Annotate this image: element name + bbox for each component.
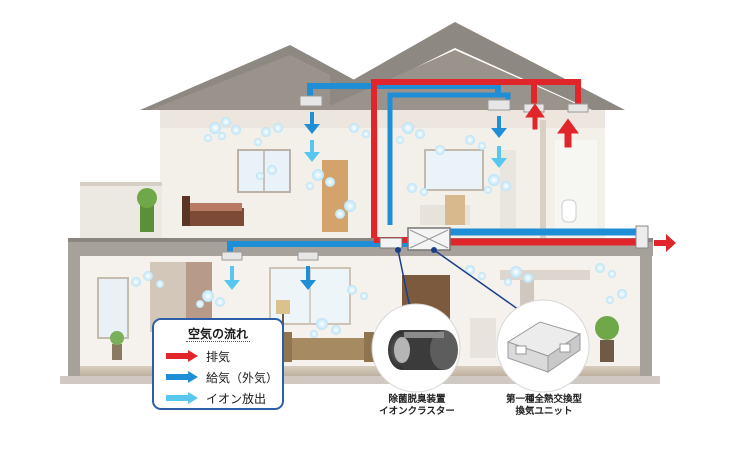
light-blue-arrow-icon — [166, 392, 198, 404]
bed — [182, 208, 244, 226]
legend-label-ion: イオン放出 — [206, 391, 267, 406]
blue-arrow-icon — [166, 371, 198, 383]
legend-item-exhaust: 排気 — [166, 348, 230, 364]
vent-middle — [487, 99, 511, 111]
legend-label-supply: 給気（外気） — [206, 370, 279, 385]
bedroom-door — [322, 160, 348, 232]
supply-duct — [307, 83, 501, 96]
exhaust-arrow-1 — [525, 103, 545, 130]
sofa — [288, 338, 368, 360]
legend-item-supply: 給気（外気） — [166, 369, 278, 385]
ion-cloud-5 — [407, 135, 486, 196]
air-flow-legend: 空気の流れ 排気 給気（外気） イオン放出 — [152, 318, 284, 410]
ion-cloud-4 — [349, 122, 425, 144]
main-roof — [300, 22, 625, 110]
legend-label-exhaust: 排気 — [206, 349, 231, 364]
ion-cloud-9 — [465, 265, 533, 286]
ion-cloud-10 — [595, 263, 627, 304]
supply-arrow-2 — [491, 116, 507, 138]
exhaust-outlet-arrow — [654, 234, 676, 252]
ion-cloud-1 — [204, 117, 241, 142]
ion-cloud-6 — [484, 174, 511, 194]
heat-exchanger-caption: 第一種全熱交換型 換気ユニット — [505, 394, 582, 417]
supply-arrow-3 — [300, 266, 316, 290]
ion-cloud-3 — [306, 169, 356, 219]
supply-arrow-1 — [304, 112, 320, 134]
exhaust-duct — [371, 79, 581, 238]
red-arrow-icon — [166, 350, 198, 362]
legend-item-ion: イオン放出 — [166, 390, 266, 406]
legend-title: 空気の流れ — [185, 327, 250, 342]
ion-cluster-caption: 除菌脱臭装置 イオンクラスター — [379, 394, 455, 417]
vent-bedroom — [299, 95, 323, 107]
toilet — [561, 199, 577, 223]
ion-cloud-2 — [254, 123, 283, 180]
ion-cloud-8 — [310, 285, 368, 338]
exhaust-arrow-2 — [557, 118, 579, 148]
ion-cloud-7 — [131, 271, 225, 308]
